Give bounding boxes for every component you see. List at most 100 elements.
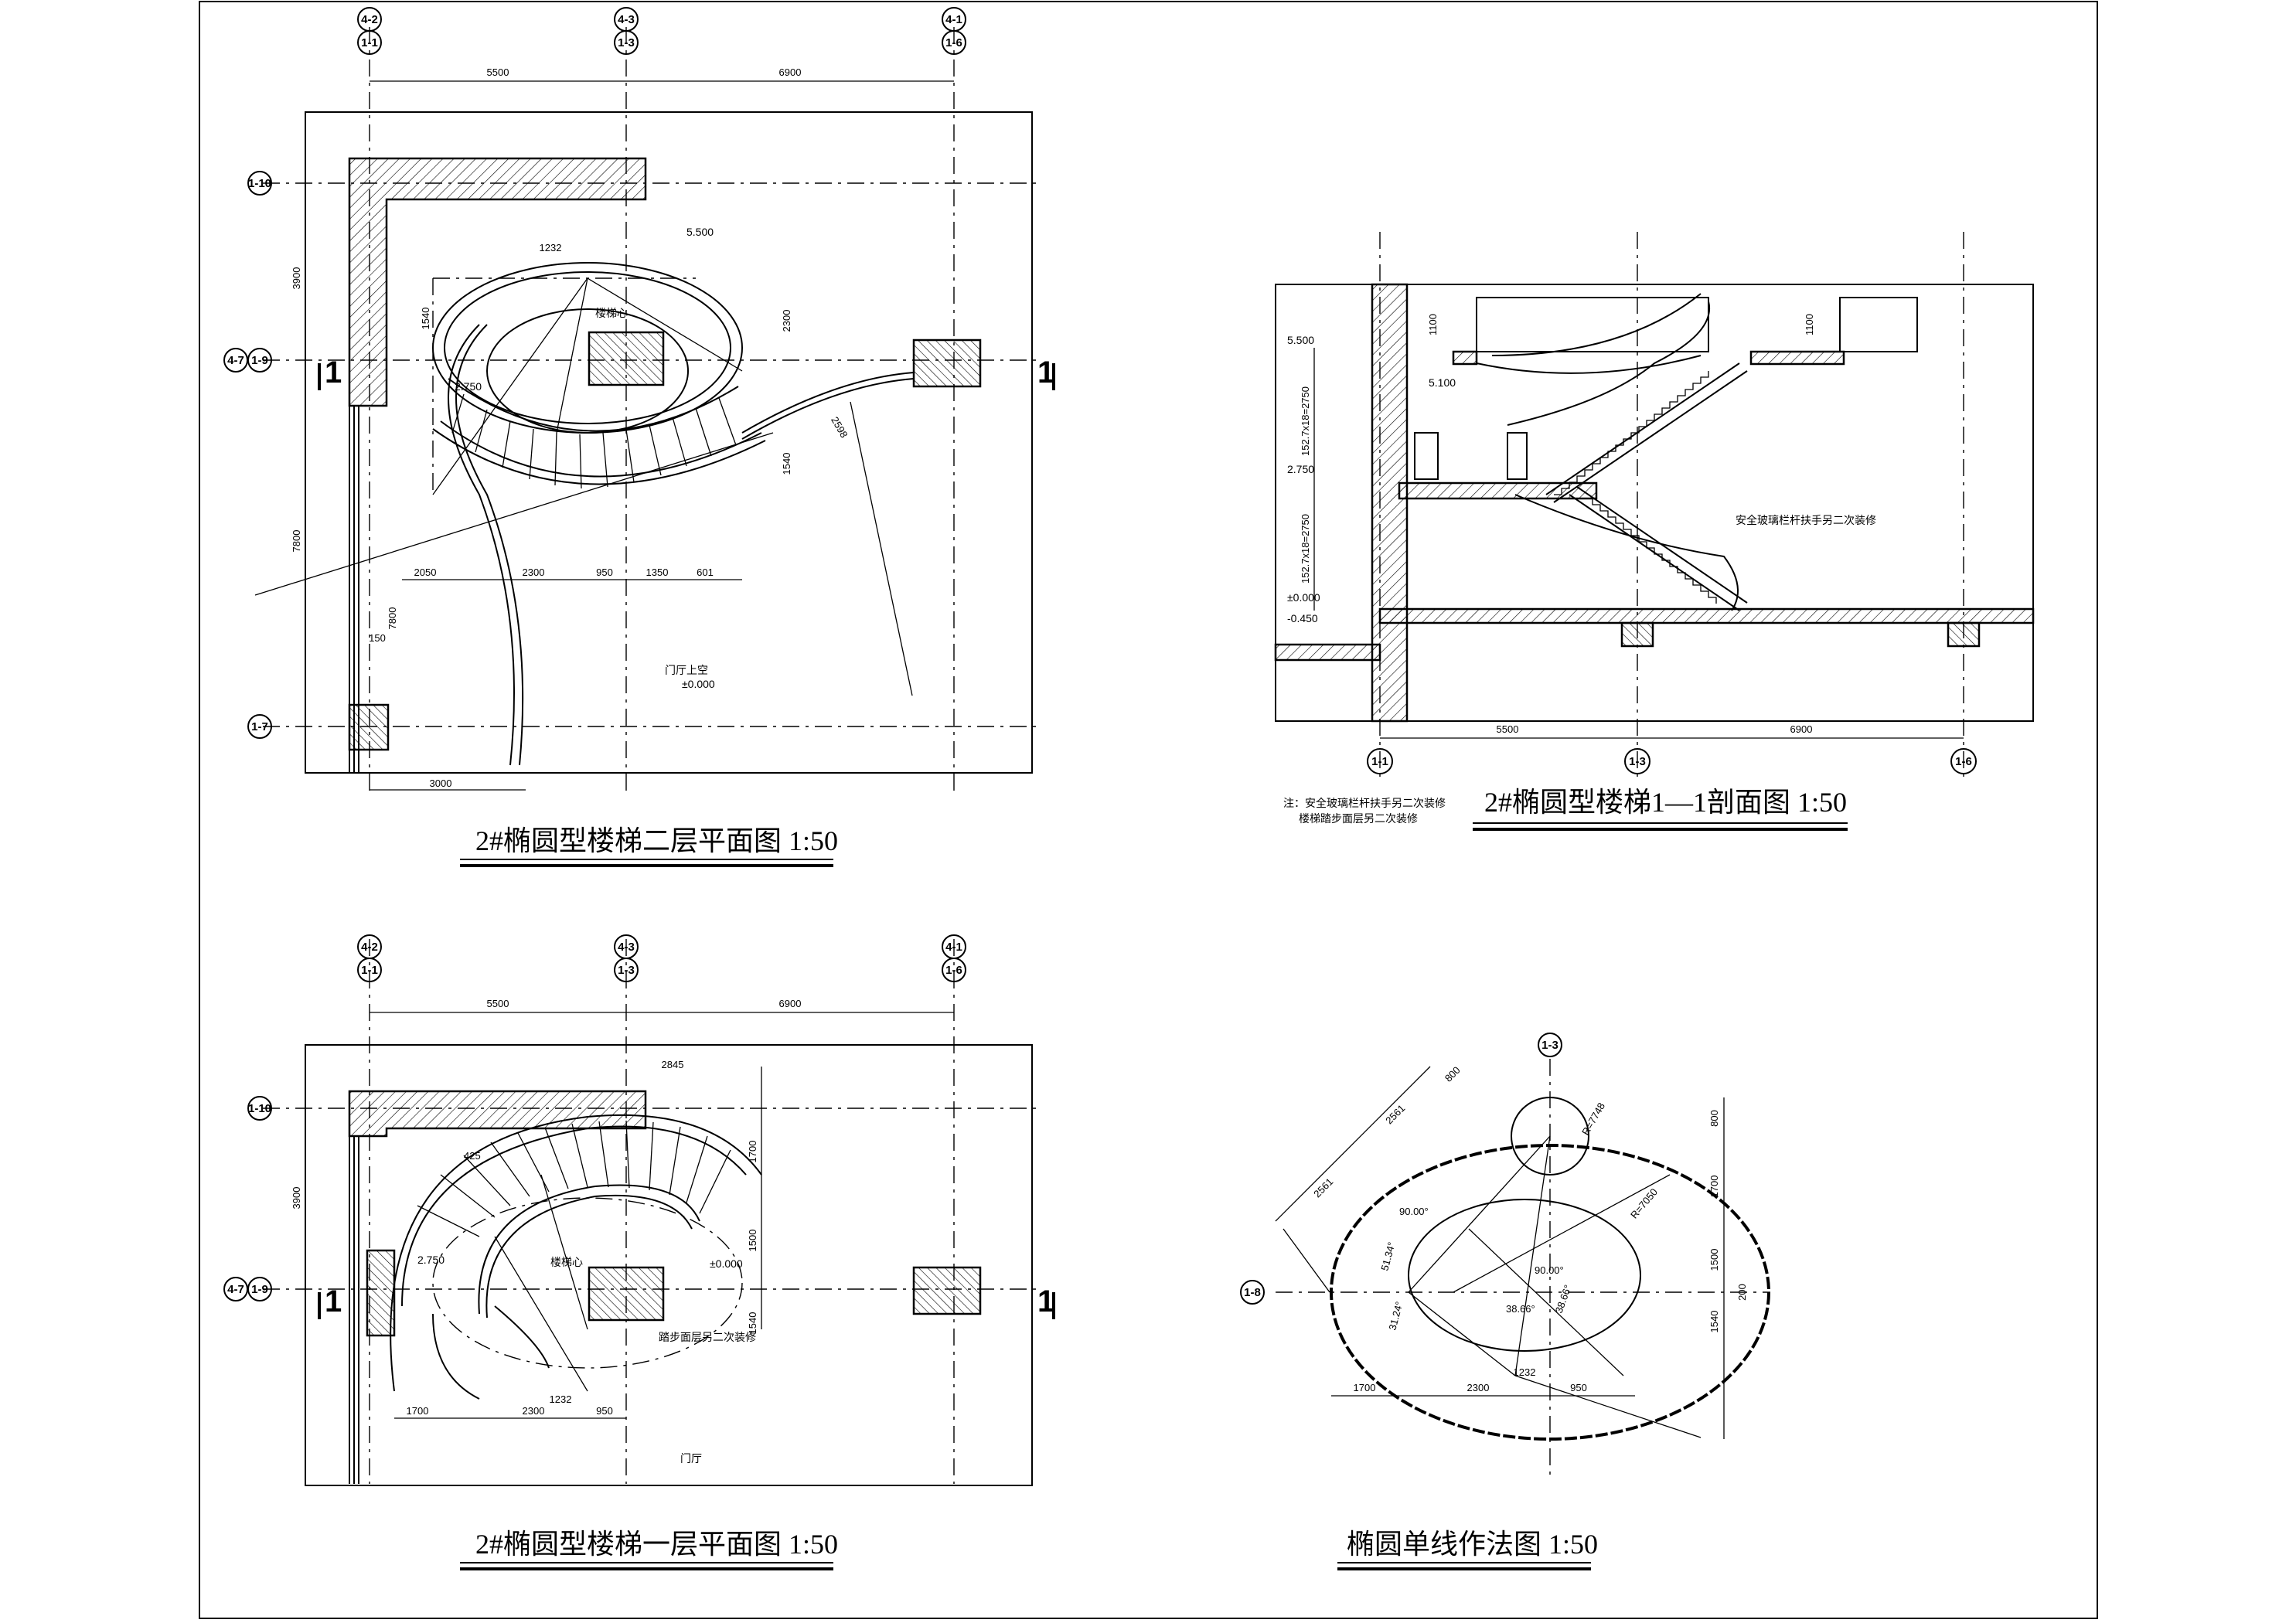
sheet-frame [199,1,2098,1619]
dim-text: 1232 [1514,1366,1536,1378]
drawing-title: 2#椭圆型楼梯1—1剖面图 1:50 [1484,787,1847,818]
angle-text: 38.66° [1553,1283,1574,1315]
section-mark: 1 [325,1284,342,1318]
dim-text: 2561 [1383,1102,1407,1126]
dim-text: 1700 [1708,1176,1720,1198]
dim-text: 425 [464,1150,481,1162]
dim-text: R=7050 [1628,1186,1660,1221]
dim-text: 2598 [829,414,850,440]
dim-text: 800 [1708,1110,1720,1127]
dim-text: 950 [596,1405,613,1417]
axis-bubbles-top-p1: 4-2 1-1 4-3 1-3 4-1 1-6 [357,934,966,982]
dim-text: 3000 [430,777,452,789]
axis-label: 4-1 [945,13,962,26]
dim-text: 1700 [407,1405,429,1417]
note-text: 楼梯心 [595,307,628,319]
note-text: 踏步面层另二次装修 [659,1331,756,1343]
stair-treads-p1 [417,1120,731,1237]
section-mark: 1 [1037,356,1054,390]
dim-text: 7800 [387,607,398,630]
dim-text: 5500 [1497,723,1519,735]
level-mark: 5.500 [1287,334,1314,346]
dim-text: 2300 [781,310,792,332]
dim-text: 1700 [747,1141,758,1163]
axis-bubbles-left-p2: 1-10 4-7 1-9 1-7 [223,171,272,739]
dim-text: 1100 [1804,314,1815,335]
dim-text: 2300 [523,567,545,578]
dim-text: 1500 [747,1230,758,1252]
ellipse-detail: 1-3 1-8 800 1700 1500 1540 200 1700 2300… [1240,1033,1770,1570]
dim-text: 6900 [1790,723,1813,735]
dim-text: 152.7x18=2750 [1300,386,1311,456]
level-mark: ±0.000 [682,678,715,690]
dim-text: 601 [697,567,714,578]
dim-text: 150 [369,632,386,644]
dim-text: 1540 [420,308,431,330]
dim-text: 1232 [550,1393,572,1405]
dim-text: 200 [1736,1284,1748,1301]
dim-text: 1232 [540,242,562,253]
note-text: 门厅 [680,1452,702,1465]
axis-label: 1-9 [251,354,268,367]
axis-label: 1-6 [945,36,962,49]
dim-text: 5500 [487,998,509,1009]
level-mark: -0.450 [1287,612,1318,624]
note-text: 安全玻璃栏杆扶手另二次装修 [1736,514,1876,526]
dim-text: 1540 [781,453,792,475]
dim-text: 800 [1443,1064,1463,1084]
plan-second-floor: 4-2 1-1 4-3 1-3 4-1 1-6 5500 6900 1-10 4… [223,7,1055,867]
dim-text: 2300 [1467,1382,1490,1393]
dim-text: 1700 [1354,1382,1376,1393]
axis-label: 4-2 [361,13,378,26]
axis-label: 1-8 [1244,1286,1261,1299]
axis-label: 1-1 [361,36,378,49]
note-text: 门厅上空 [665,664,708,676]
level-mark: 2.750 [455,380,482,393]
angle-text: 38.66° [1506,1303,1535,1315]
axis-label: 1-3 [1541,1039,1558,1052]
axis-label: 4-1 [945,941,962,954]
dim-text: 3900 [291,267,302,290]
plan-first-floor: 4-2 1-1 4-3 1-3 4-1 1-6 5500 6900 1-10 4… [223,934,1055,1570]
drawing-title: 2#椭圆型楼梯二层平面图 1:50 [475,825,838,856]
axis-label: 1-10 [248,177,271,190]
dim-text: 2300 [523,1405,545,1417]
note-text: 楼梯心 [550,1256,583,1268]
level-mark: 5.100 [1429,376,1456,389]
dim-text: 6900 [779,998,802,1009]
dim-text: 3900 [291,1187,302,1210]
axis-label: 1-10 [248,1102,271,1115]
drawing-title: 椭圆单线作法图 1:50 [1347,1529,1598,1560]
stair-treads-p2 [451,393,737,489]
dim-text: 1540 [1708,1311,1720,1333]
axis-label: 1-9 [251,1283,268,1296]
angle-text: 90.00° [1535,1264,1564,1276]
axis-label: 4-7 [227,354,244,367]
level-mark: ±0.000 [710,1257,743,1270]
axis-label: 1-7 [251,720,268,733]
drawing-title: 2#椭圆型楼梯一层平面图 1:50 [475,1529,838,1560]
axis-label: 1-6 [945,964,962,977]
axis-bubbles-top-p2: 4-2 1-1 4-3 1-3 4-1 1-6 [357,7,966,55]
dim-text: 1500 [1708,1249,1720,1271]
dim-text: 950 [1570,1382,1587,1393]
dim-text: 2050 [414,567,437,578]
angle-text: 31.24° [1386,1300,1405,1331]
level-mark: 2.750 [1287,463,1314,475]
dim-text: 1540 [747,1312,758,1335]
section-mark: 1 [325,356,342,390]
section-1-1: 152.7x18=2750 152.7x18=2750 1100 1100 5.… [1274,232,2035,831]
axis-label: 4-3 [618,941,635,954]
axis-label: 1-3 [618,36,635,49]
note-text: 注：安全玻璃栏杆扶手另二次装修 [1283,797,1446,809]
level-mark: 5.500 [686,226,714,238]
axis-label: 4-7 [227,1283,244,1296]
dim-text: 152.7x18=2750 [1300,514,1311,584]
angle-text: 51.34° [1378,1240,1397,1271]
axis-label: 4-3 [618,13,635,26]
axis-label: 1-1 [1371,755,1388,768]
dim-text: 5500 [487,66,509,78]
axis-label: 4-2 [361,941,378,954]
dim-text: 950 [596,567,613,578]
